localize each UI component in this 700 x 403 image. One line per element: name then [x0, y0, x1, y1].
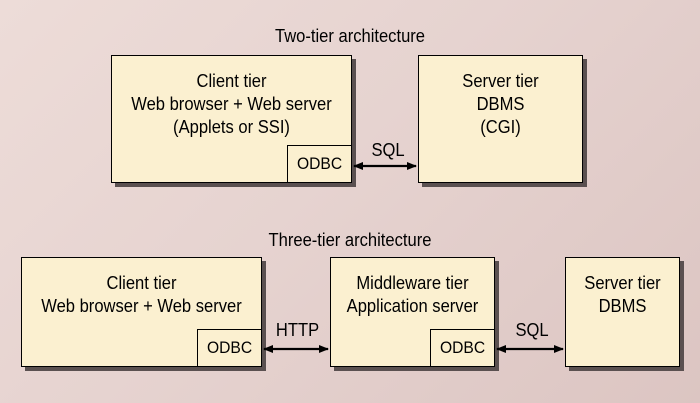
three-tier-client-odbc: ODBC — [197, 329, 261, 366]
three-tier-client-box: Client tier Web browser + Web server ODB… — [21, 257, 262, 367]
two-tier-server-label: Server tier — [462, 71, 539, 91]
three-tier-client-label: Client tier — [106, 273, 177, 293]
three-tier-sql-text: SQL — [515, 320, 549, 340]
two-tier-client-note: (Applets or SSI) — [173, 117, 290, 137]
two-tier-server-box: Server tier DBMS (CGI) — [418, 55, 583, 183]
three-tier-middleware-detail: Application server — [346, 296, 479, 316]
three-tier-server-label: Server tier — [584, 273, 661, 293]
two-tier-sql-text: SQL — [371, 140, 405, 160]
three-tier-server-text: Server tier DBMS — [566, 272, 679, 318]
three-tier-server-box: Server tier DBMS — [565, 257, 680, 367]
two-tier-server-detail: DBMS — [476, 94, 525, 114]
two-tier-client-box: Client tier Web browser + Web server (Ap… — [111, 55, 352, 183]
two-tier-sql-label: SQL — [358, 140, 418, 161]
three-tier-server-detail: DBMS — [598, 296, 647, 316]
three-tier-http-label: HTTP — [264, 320, 330, 341]
three-tier-middleware-odbc-label: ODBC — [439, 338, 486, 357]
two-tier-title: Two-tier architecture — [274, 26, 426, 46]
three-tier-sql-label: SQL — [502, 320, 562, 341]
three-tier-http-text: HTTP — [275, 320, 319, 340]
three-tier-middleware-odbc: ODBC — [430, 329, 494, 366]
three-tier-client-detail: Web browser + Web server — [41, 296, 242, 316]
two-tier-client-text: Client tier Web browser + Web server (Ap… — [112, 70, 351, 139]
two-tier-server-note: (CGI) — [480, 117, 521, 137]
two-tier-client-odbc: ODBC — [287, 145, 351, 182]
three-tier-client-odbc-label: ODBC — [206, 338, 253, 357]
two-tier-client-label: Client tier — [196, 71, 267, 91]
two-tier-client-detail: Web browser + Web server — [131, 94, 332, 114]
three-tier-middleware-label: Middleware tier — [356, 273, 469, 293]
two-tier-server-text: Server tier DBMS (CGI) — [419, 70, 582, 139]
three-tier-title: Three-tier architecture — [268, 230, 432, 250]
two-tier-client-odbc-label: ODBC — [296, 154, 343, 173]
three-tier-middleware-text: Middleware tier Application server — [331, 272, 494, 318]
three-tier-middleware-box: Middleware tier Application server ODBC — [330, 257, 495, 367]
three-tier-client-text: Client tier Web browser + Web server — [22, 272, 261, 318]
